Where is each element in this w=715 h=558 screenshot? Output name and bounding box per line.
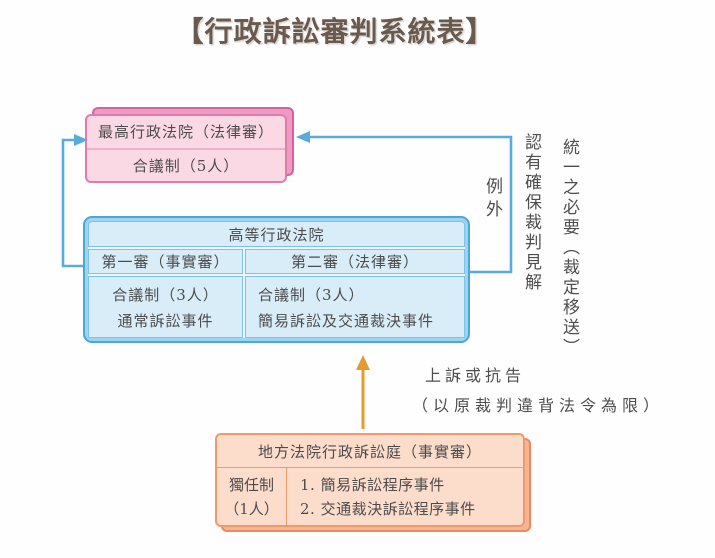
district-court-panel: 獨任制 （1人） bbox=[217, 468, 287, 525]
second-instance-cases: 簡易訴訟及交通裁決事件 bbox=[258, 311, 435, 330]
first-instance-details: 合議制（3人） 通常訴訟事件 bbox=[88, 276, 243, 338]
district-court-box: 地方法院行政訴訟庭（事實審） 獨任制 （1人） 1. 簡易訴訟程序事件 2. 交… bbox=[215, 433, 525, 527]
first-instance-panel: 合議制（3人） bbox=[112, 285, 219, 304]
exception-label: 例外 bbox=[482, 177, 502, 223]
district-court-case-1: 1. 簡易訴訟程序事件 bbox=[300, 475, 445, 494]
district-court-panel-type: 獨任制 bbox=[228, 475, 274, 494]
transfer-note-right-column: 統一之必要（裁定移送） bbox=[559, 138, 579, 358]
left-appeal-arrow-line bbox=[61, 138, 83, 268]
transfer-note-left-column: 認有確保裁判見解 bbox=[521, 133, 541, 293]
first-instance-cases: 通常訴訟事件 bbox=[117, 311, 214, 330]
supreme-court-box: 最高行政法院（法律審） 合議制（5人） bbox=[85, 114, 287, 183]
district-court-body: 獨任制 （1人） 1. 簡易訴訟程序事件 2. 交通裁決訴訟程序事件 bbox=[217, 468, 523, 525]
supreme-court-name: 最高行政法院（法律審） bbox=[87, 116, 285, 150]
district-court-panel-size: （1人） bbox=[224, 500, 279, 519]
district-court-name: 地方法院行政訴訟庭（事實審） bbox=[217, 435, 523, 468]
page-title: 【行政訴訟審判系統表】 bbox=[175, 15, 495, 48]
high-court-box: 高等行政法院 第一審（事實審） 第二審（法律審） 合議制（3人） 通常訴訟事件 … bbox=[83, 216, 470, 343]
high-court-table: 高等行政法院 第一審（事實審） 第二審（法律審） 合議制（3人） 通常訴訟事件 … bbox=[88, 221, 465, 338]
high-court-instance-row: 第一審（事實審） 第二審（法律審） bbox=[88, 249, 465, 274]
high-court-detail-row: 合議制（3人） 通常訴訟事件 合議制（3人） 簡易訴訟及交通裁決事件 bbox=[88, 276, 465, 338]
second-instance-details: 合議制（3人） 簡易訴訟及交通裁決事件 bbox=[245, 276, 465, 338]
appeal-label: 上訴或抗告 bbox=[425, 366, 526, 385]
supreme-court-panel: 合議制（5人） bbox=[132, 156, 240, 175]
right-exception-arrowhead-icon bbox=[296, 131, 310, 143]
district-court-cases: 1. 簡易訴訟程序事件 2. 交通裁決訴訟程序事件 bbox=[287, 468, 523, 525]
second-instance-label: 第二審（法律審） bbox=[245, 249, 465, 274]
high-court-name: 高等行政法院 bbox=[88, 221, 465, 247]
second-instance-panel: 合議制（3人） bbox=[258, 285, 365, 304]
appeal-condition-label: （以原裁判違背法令為限） bbox=[412, 396, 665, 415]
first-instance-label: 第一審（事實審） bbox=[88, 249, 243, 274]
appeal-up-arrowhead-icon bbox=[356, 355, 370, 370]
district-court-case-2: 2. 交通裁決訴訟程序事件 bbox=[300, 500, 476, 519]
